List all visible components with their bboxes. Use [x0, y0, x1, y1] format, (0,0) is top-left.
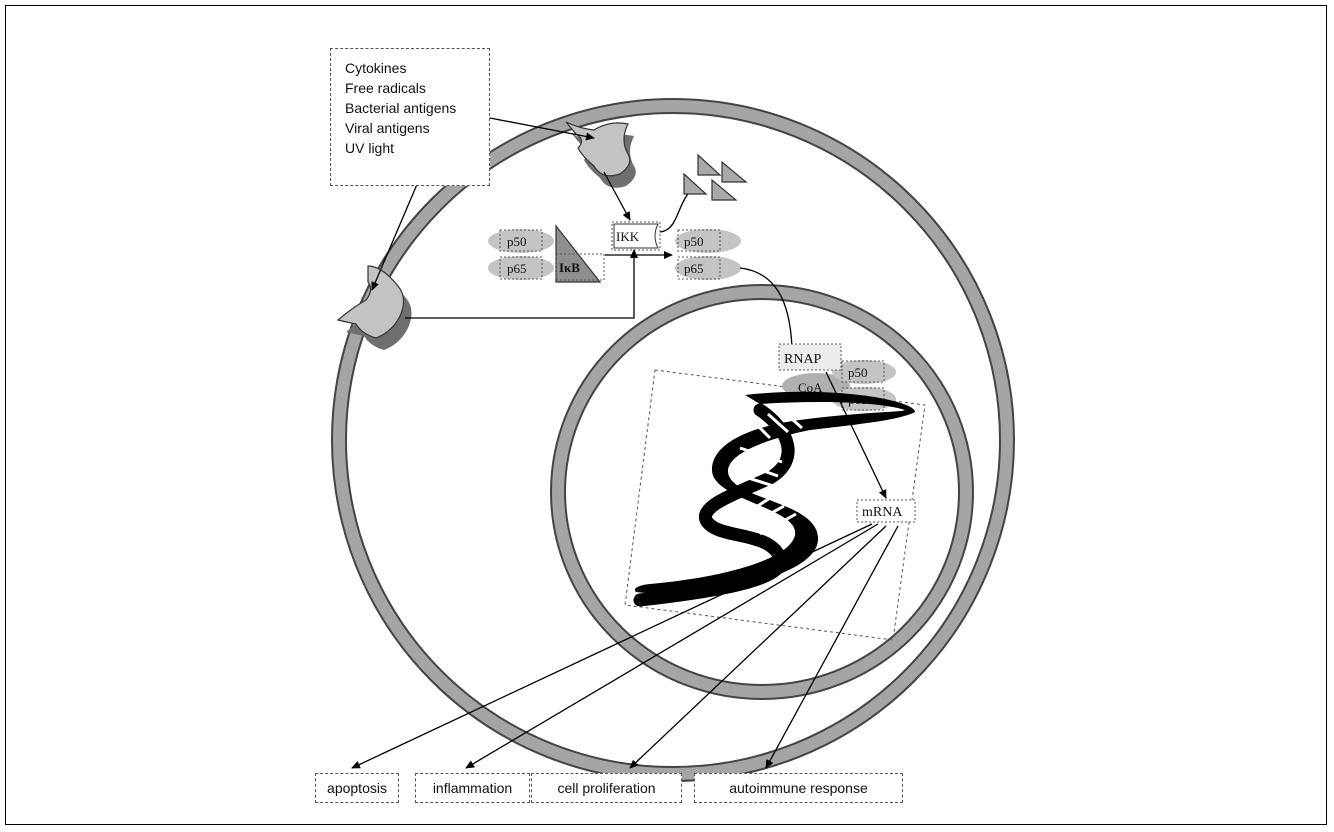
outcome-apoptosis: apoptosis: [315, 773, 399, 803]
ikk-kinase: [611, 221, 661, 251]
ikk-label: IKK: [616, 229, 640, 244]
stimulus-free-radicals: Free radicals: [345, 80, 426, 96]
receptor-left-to-ikk-arrow: [405, 249, 638, 319]
transcription-arrow: [825, 371, 887, 499]
outcome-arrow-inflammation: [465, 523, 879, 769]
p50-label-nucleus: p50: [848, 365, 868, 380]
receptor-top: [565, 121, 636, 188]
stimulus-arrow-left: [371, 167, 425, 291]
receptor-to-ikk-arrow: [603, 171, 631, 221]
ikb-degraded-fragments: [683, 153, 748, 201]
nuclear-membrane: [550, 284, 974, 700]
p65-label-free: p65: [684, 261, 704, 276]
receptor-left: [336, 265, 412, 350]
outcome-arrow-autoimmune-response: [765, 525, 899, 769]
coa-label: CoA: [798, 380, 823, 395]
outcome-cell-proliferation: cell proliferation: [531, 773, 682, 803]
mrna-label: mRNA: [862, 505, 903, 520]
outcome-arrow-cell-proliferation: [629, 525, 887, 769]
outcome-arrow-apoptosis: [351, 523, 873, 769]
p50-label-cytoplasm: p50: [507, 234, 527, 249]
stimulus-viral-antigens: Viral antigens: [345, 120, 430, 136]
ikb-label: IκB: [559, 260, 580, 275]
nfkb-ikb-complex: [488, 224, 605, 283]
outcome-autoimmune-response: autoimmune response: [694, 773, 903, 803]
mrna-box: [856, 499, 916, 523]
stimulus-bacterial-antigens: Bacterial antigens: [345, 100, 457, 116]
stimulus-cytokines: Cytokines: [345, 60, 407, 76]
stimulus-arrow-top: [489, 117, 595, 141]
nuclear-translocation-line: [739, 267, 793, 349]
figure-frame: [5, 5, 1327, 825]
stimuli-box: Cytokines Free radicals Bacterial antige…: [330, 48, 490, 186]
nfkb-free-dimer: [675, 229, 741, 280]
outcome-inflammation: inflammation: [415, 773, 530, 803]
rnap-label: RNAP: [784, 352, 822, 367]
p50-label-free: p50: [684, 234, 704, 249]
dna-double-helix: [633, 391, 915, 607]
stimulus-uv-light: UV light: [345, 140, 395, 156]
p65-label-cytoplasm: p65: [507, 261, 527, 276]
